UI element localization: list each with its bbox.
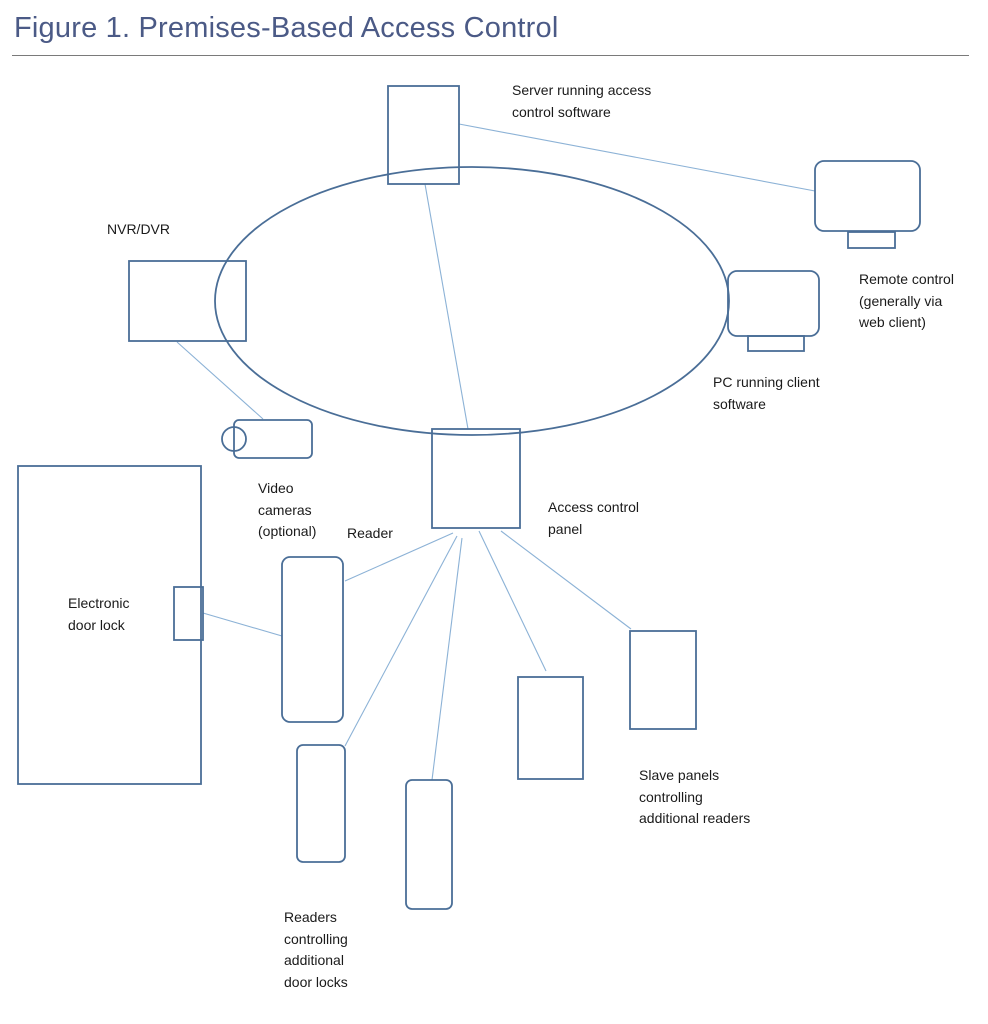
label-line: cameras	[258, 501, 312, 518]
label-line: controlling	[639, 788, 703, 805]
label-line: Server running access	[512, 82, 652, 98]
pc-monitor	[727, 270, 820, 337]
camera-lens	[221, 426, 247, 452]
label-access-panel: Access control panel	[548, 497, 639, 540]
label-line: panel	[548, 520, 583, 537]
door-rect	[17, 465, 202, 785]
label-video-cameras: Video cameras (optional)	[258, 478, 316, 543]
connector-panel-reader-3	[431, 537, 463, 781]
label-line: software	[713, 395, 766, 412]
connector-nvr-camera	[176, 341, 264, 420]
label-line: controlling	[284, 930, 348, 947]
connector-server-panel	[424, 183, 469, 430]
access-panel-box	[431, 428, 521, 529]
connector-panel-slave-2	[500, 530, 632, 630]
connector-panel-reader	[344, 532, 454, 582]
label-line: Video	[258, 480, 294, 496]
label-server: Server running access control software	[512, 80, 651, 123]
reader-additional-2	[405, 779, 453, 910]
server-box	[387, 85, 460, 185]
label-line: control software	[512, 103, 611, 120]
title-divider	[12, 55, 969, 56]
label-line: (generally via	[859, 292, 943, 309]
remote-monitor-stand	[847, 231, 896, 249]
shapes	[17, 85, 921, 910]
slave-panel-1	[517, 676, 584, 780]
label-line: Access control	[548, 499, 640, 515]
slave-panel-2	[629, 630, 697, 730]
label-line: Slave panels	[639, 767, 720, 783]
label-line: (optional)	[258, 523, 317, 539]
label-line: door lock	[68, 616, 125, 633]
reader-additional-1	[296, 744, 346, 863]
camera-body	[233, 419, 313, 459]
label-line: Electronic	[68, 595, 130, 611]
reader-main	[281, 556, 344, 723]
label-line: door locks	[284, 973, 348, 990]
label-nvr: NVR/DVR	[107, 219, 170, 241]
connector-panel-slave-1	[478, 530, 547, 672]
connector-panel-reader-2	[344, 535, 458, 747]
label-additional-readers: Readers controlling additional door lock…	[284, 907, 348, 993]
connectors	[176, 123, 816, 781]
label-line: additional readers	[639, 810, 751, 826]
label-line: Remote control	[859, 271, 954, 287]
figure-title: Figure 1. Premises-Based Access Control	[14, 12, 559, 44]
label-door-lock: Electronic door lock	[68, 593, 129, 636]
label-line: NVR/DVR	[107, 221, 171, 237]
label-line: additional	[284, 952, 344, 968]
label-line: Reader	[347, 525, 393, 541]
label-reader: Reader	[347, 523, 393, 545]
label-pc-client: PC running client software	[713, 372, 820, 415]
network-ellipse	[214, 166, 730, 436]
label-line: web client)	[859, 314, 926, 330]
label-line: PC running client	[713, 374, 820, 390]
remote-monitor	[814, 160, 921, 232]
pc-monitor-stand	[747, 335, 805, 352]
connector-lock-reader	[202, 612, 283, 637]
label-remote-control: Remote control (generally via web client…	[859, 269, 954, 334]
label-line: Readers	[284, 909, 337, 925]
nvr-box	[128, 260, 247, 342]
door-lock-box	[173, 586, 204, 641]
connector-server-remote	[458, 123, 816, 192]
label-slave-panels: Slave panels controlling additional read…	[639, 765, 750, 830]
